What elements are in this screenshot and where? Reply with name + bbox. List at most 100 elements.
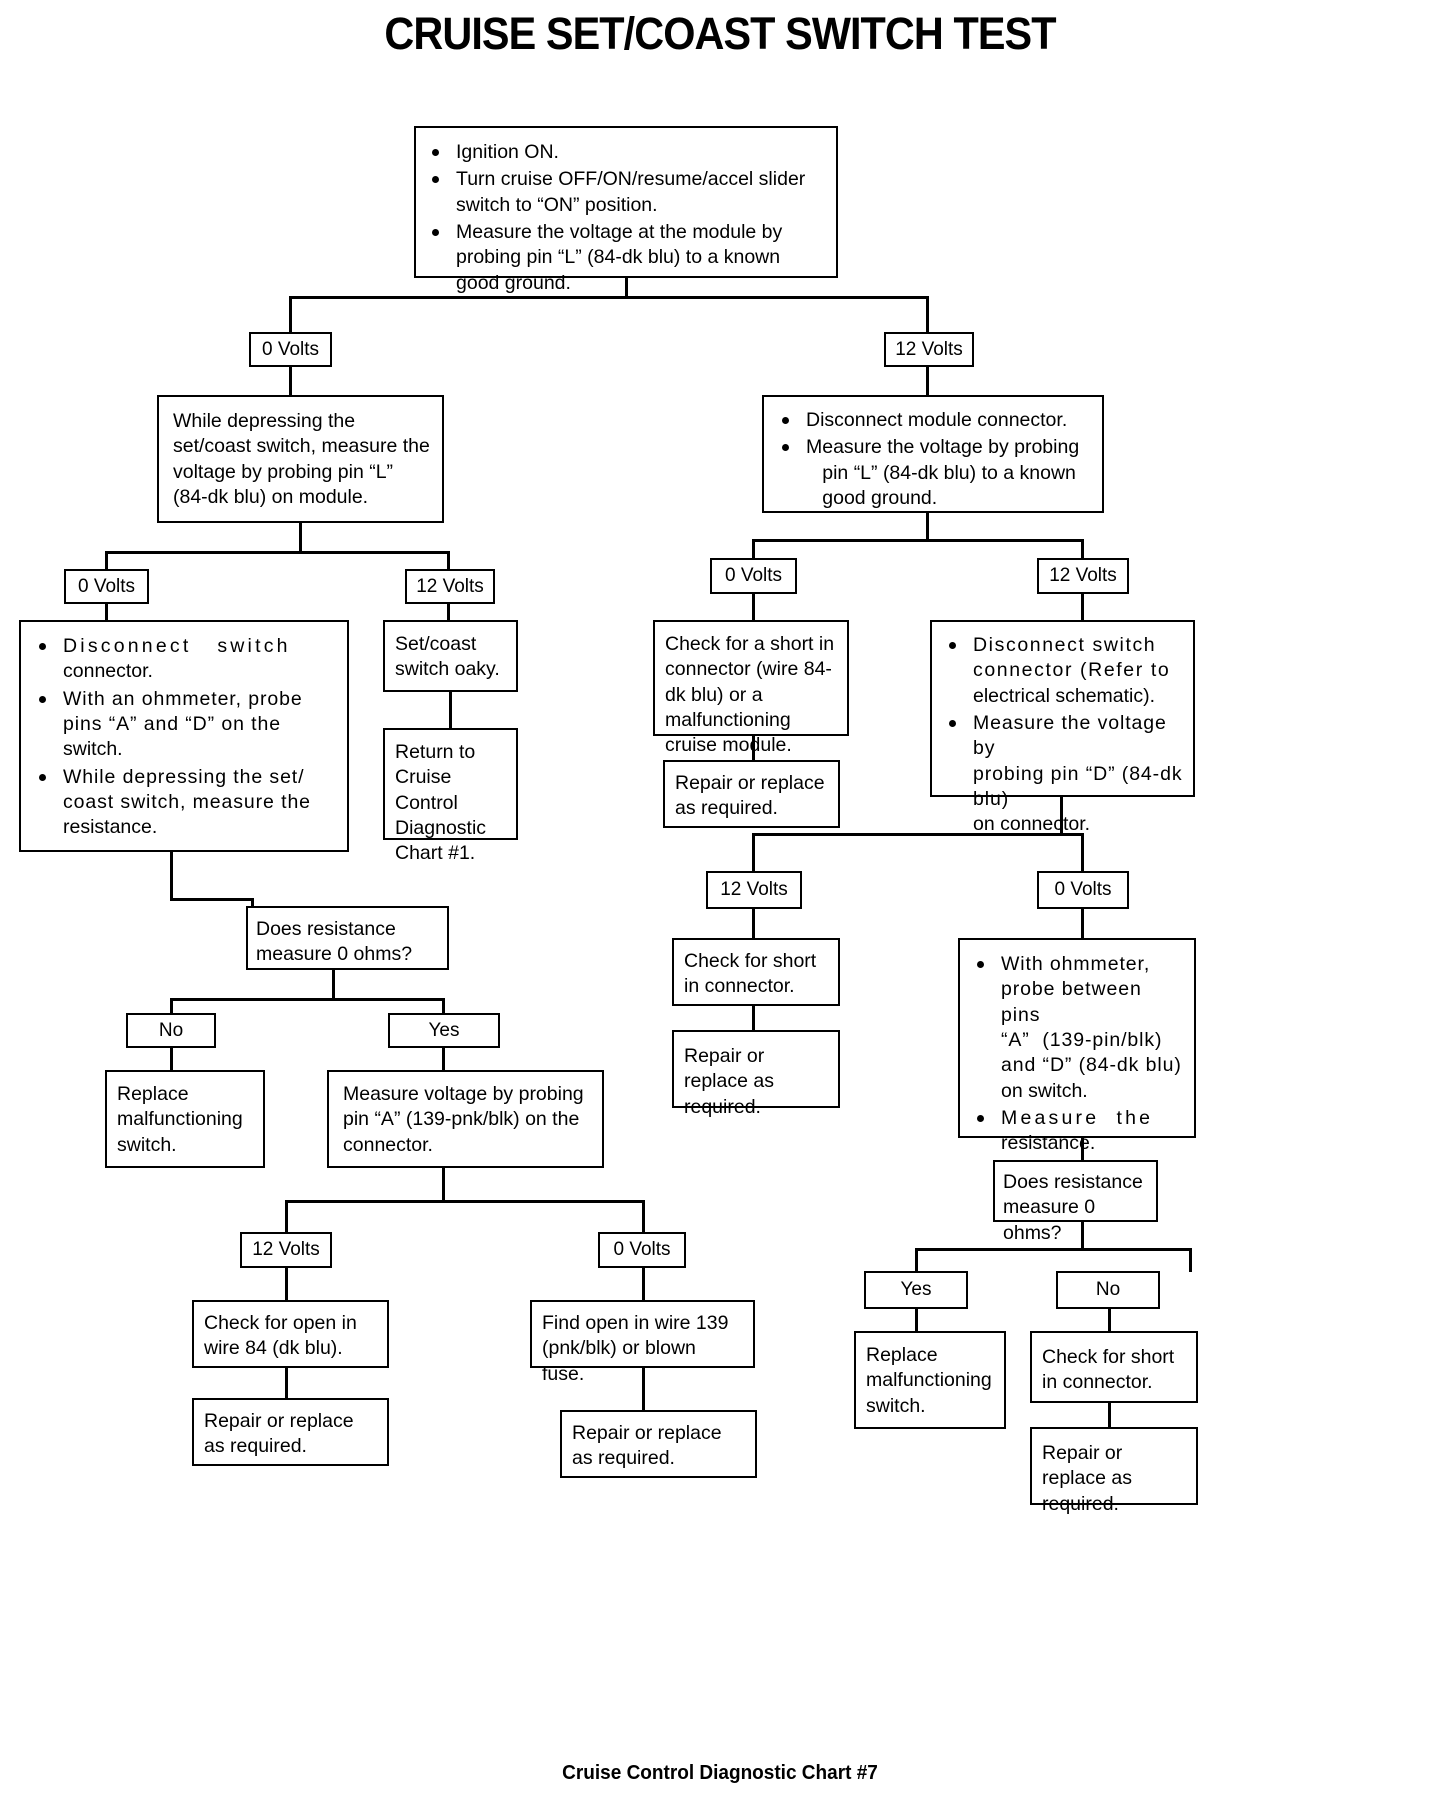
node-left-measure: While depressing the set/coast switch, m… xyxy=(157,395,444,523)
connector xyxy=(285,1268,288,1302)
connector xyxy=(1081,909,1084,940)
connector xyxy=(1189,1248,1192,1272)
connector xyxy=(447,551,450,570)
right-resistance-q-text: Does resistance measure 0 ohms? xyxy=(1003,1171,1143,1244)
setcoast-ok-text: Set/coast switch oaky. xyxy=(395,633,500,681)
node-left-resistance-question: Does resistance measure 0 ohms? xyxy=(246,906,449,970)
start-bullet-2: Turn cruise OFF/ON/resume/accel slider s… xyxy=(426,167,826,218)
node-left-0volts: 0 Volts xyxy=(64,569,149,604)
connector xyxy=(105,551,450,554)
node-start: Ignition ON. Turn cruise OFF/ON/resume/a… xyxy=(414,126,838,294)
connector xyxy=(752,539,1084,542)
connector xyxy=(442,998,445,1014)
connector xyxy=(105,604,108,622)
connector xyxy=(285,1368,288,1400)
left-find-open139-text: Find open in wire 139 (pnk/blk) or blown… xyxy=(542,1312,729,1385)
connector xyxy=(1081,539,1084,559)
node-right-12volts-b: 12 Volts xyxy=(706,871,802,909)
right-repair-1-text: Repair or replace as required. xyxy=(675,772,825,820)
right-dm-bullet-2: Measure the voltage by probing pin “L” (… xyxy=(776,435,1092,511)
connector xyxy=(926,513,929,541)
right-repair-3-text: Repair or replace as required. xyxy=(1042,1442,1132,1515)
node-left-0volts-b: 0 Volts xyxy=(598,1232,686,1268)
connector xyxy=(752,736,755,762)
connector xyxy=(642,1268,645,1302)
node-left-find-open-139: Find open in wire 139 (pnk/blk) or blown… xyxy=(530,1300,755,1385)
node-right-disconnect-module: Disconnect module connector. Measure the… xyxy=(762,395,1104,513)
connector xyxy=(170,998,445,1001)
node-right-0volts: 0 Volts xyxy=(710,558,797,594)
connector xyxy=(1060,797,1063,835)
connector xyxy=(442,1048,445,1072)
node-right-0volts-b: 0 Volts xyxy=(1037,871,1129,909)
connector xyxy=(926,296,929,349)
right-replace-switch-text: Replace malfunctioning switch. xyxy=(866,1344,992,1417)
connector xyxy=(170,998,173,1014)
connector xyxy=(170,1048,173,1072)
node-left-yes: Yes xyxy=(388,1013,500,1048)
node-0volts-left: 0 Volts xyxy=(249,332,332,367)
node-right-yes: Yes xyxy=(864,1271,968,1309)
node-left-replace-switch: Replace malfunctioning switch. xyxy=(105,1070,265,1168)
return-chart1-text: Return to Cruise Control Diagnostic Char… xyxy=(395,741,487,865)
connector xyxy=(299,523,302,553)
node-right-ohmmeter: With ohmmeter,probe between pins“A” (139… xyxy=(958,938,1196,1154)
node-12volts-right: 12 Volts xyxy=(884,332,974,367)
connector xyxy=(251,898,254,908)
node-left-12volts-b: 12 Volts xyxy=(240,1232,332,1268)
start-bullet-3: Measure the voltage at the module by pro… xyxy=(426,220,826,296)
page-title: CRUISE SET/COAST SWITCH TEST xyxy=(384,8,1056,59)
node-right-check-short: Check for a short in connector (wire 84-… xyxy=(653,620,849,756)
connector xyxy=(642,1200,645,1232)
left-measure-text: While depressing the set/coast switch, m… xyxy=(173,410,430,509)
connector xyxy=(285,1200,645,1203)
connector xyxy=(752,539,755,559)
connector xyxy=(642,1368,645,1412)
left-resistance-q-text: Does resistance measure 0 ohms? xyxy=(256,918,413,966)
left-disc-bullet-3: While depressing the set/coast switch, m… xyxy=(33,765,337,841)
node-left-measure-pinA: Measure voltage by probing pin “A” (139-… xyxy=(327,1070,604,1168)
connector xyxy=(625,278,628,298)
connector xyxy=(170,852,173,900)
connector xyxy=(752,833,1084,836)
chart-caption: Cruise Control Diagnostic Chart #7 xyxy=(562,1762,878,1784)
node-right-repair-2: Repair or replace as required. xyxy=(672,1030,840,1118)
connector xyxy=(1108,1309,1111,1333)
right-check-short-text: Check for a short in connector (wire 84-… xyxy=(665,633,835,757)
node-right-check-short-connector: Check for short in connector. xyxy=(672,938,840,1006)
node-return-chart1: Return to Cruise Control Diagnostic Char… xyxy=(383,728,518,864)
connector xyxy=(170,898,253,901)
connector xyxy=(289,296,929,299)
left-replace-switch-text: Replace malfunctioning switch. xyxy=(117,1083,243,1156)
connector xyxy=(105,551,108,570)
node-right-resistance-question: Does resistance measure 0 ohms? xyxy=(993,1160,1158,1244)
node-right-12volts: 12 Volts xyxy=(1037,558,1129,594)
connector xyxy=(285,1200,288,1232)
node-left-12volts: 12 Volts xyxy=(405,569,495,604)
connector xyxy=(447,604,450,622)
connector xyxy=(289,296,292,349)
node-left-repair-1: Repair or replace as required. xyxy=(192,1398,389,1466)
connector xyxy=(1081,1222,1084,1250)
right-check-short-conn-text: Check for short in connector. xyxy=(684,950,817,998)
start-bullet-1: Ignition ON. xyxy=(426,140,826,165)
right-repair-2-text: Repair or replace as required. xyxy=(684,1045,774,1118)
connector xyxy=(289,367,292,395)
right-ohm-bullet-1: With ohmmeter,probe between pins“A” (139… xyxy=(971,952,1184,1104)
node-left-no: No xyxy=(126,1013,216,1048)
connector xyxy=(752,909,755,940)
connector xyxy=(752,594,755,622)
connector xyxy=(915,1248,1192,1251)
connector xyxy=(1081,1138,1084,1162)
left-repair-2-text: Repair or replace as required. xyxy=(572,1422,722,1470)
right-dm-bullet-1: Disconnect module connector. xyxy=(776,408,1092,433)
node-left-check-open-84: Check for open in wire 84 (dk blu). xyxy=(192,1300,389,1368)
